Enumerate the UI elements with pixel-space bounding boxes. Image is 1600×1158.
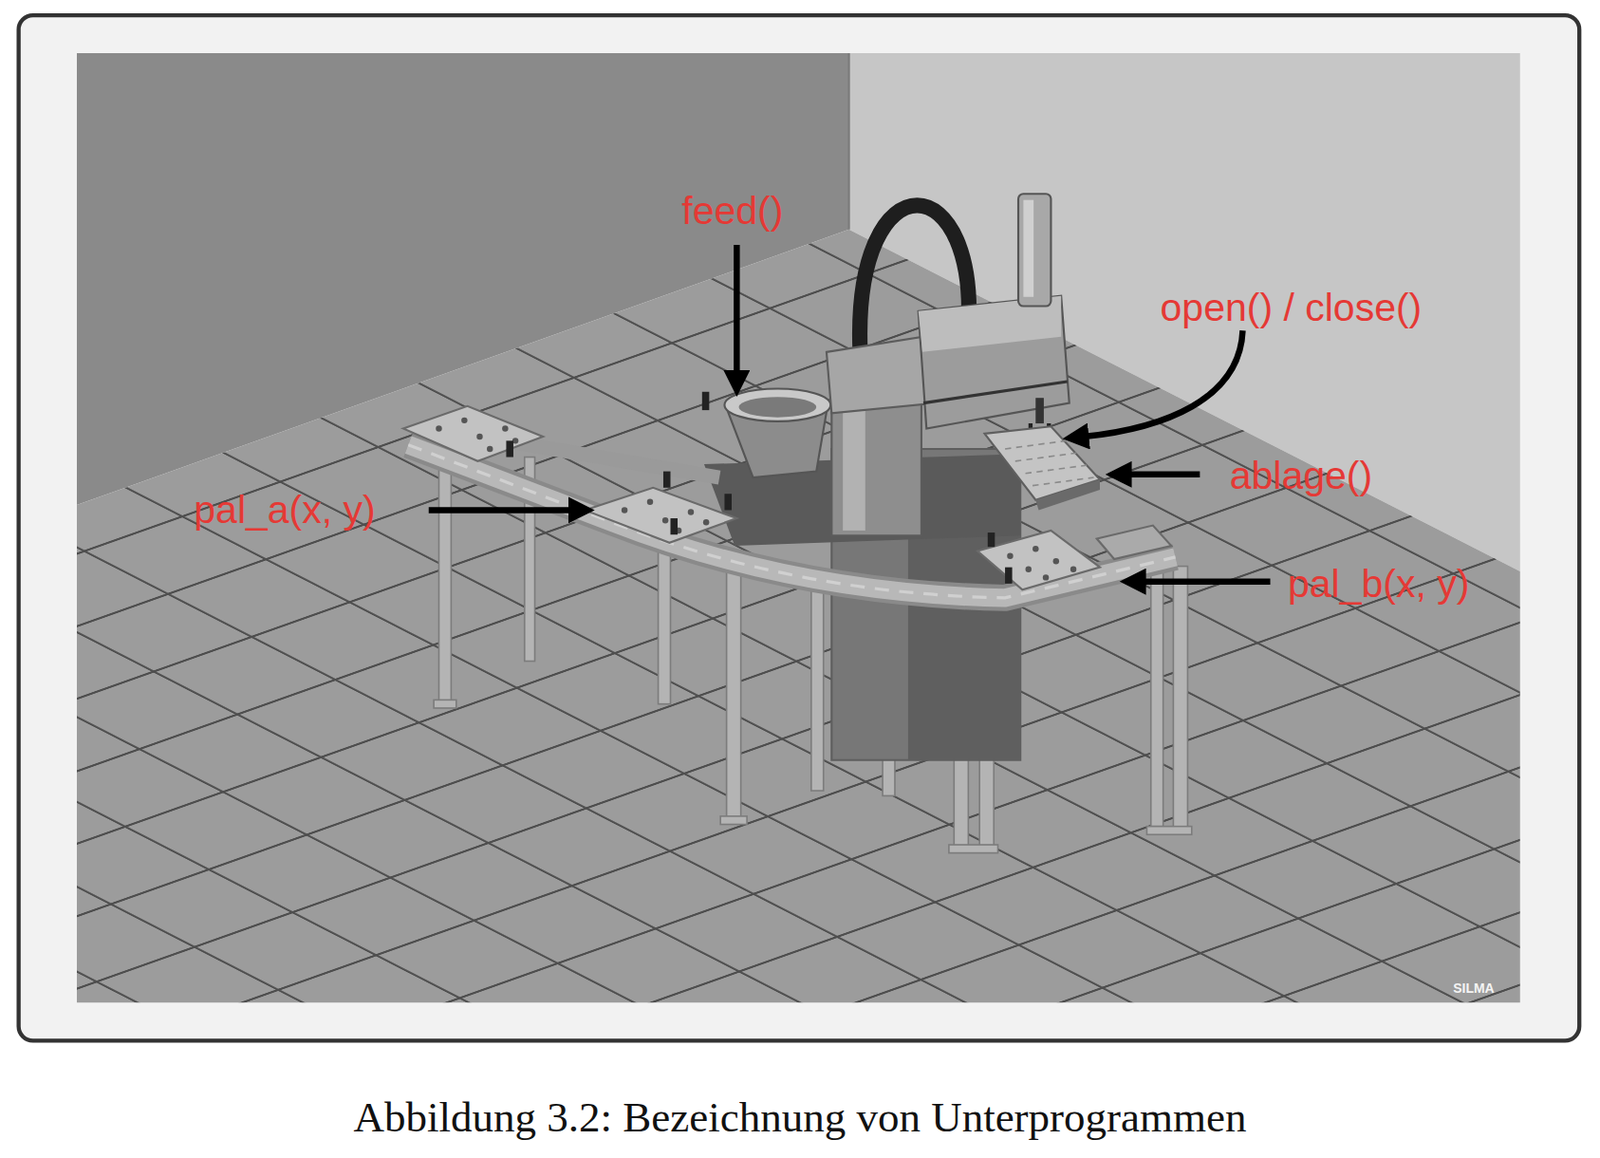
floor-grid [76,229,1521,1004]
callout-label: feed() [681,191,783,231]
leader-arrows [428,244,1271,582]
figure-frame [18,15,1581,1041]
bowl-feeder [724,389,831,479]
callout-label: open() / close() [1160,288,1423,328]
callout-label: ablage() [1229,456,1373,496]
ablage-tray [985,426,1100,510]
scene [76,53,1521,1004]
callout-label: pal_b(x, y) [1287,564,1470,604]
figure-caption: Abbildung 3.2: Bezeichnung von Unterprog… [0,1094,1600,1142]
callout-label: pal_a(x, y) [193,490,375,530]
watermark: SILMA [1452,981,1495,995]
